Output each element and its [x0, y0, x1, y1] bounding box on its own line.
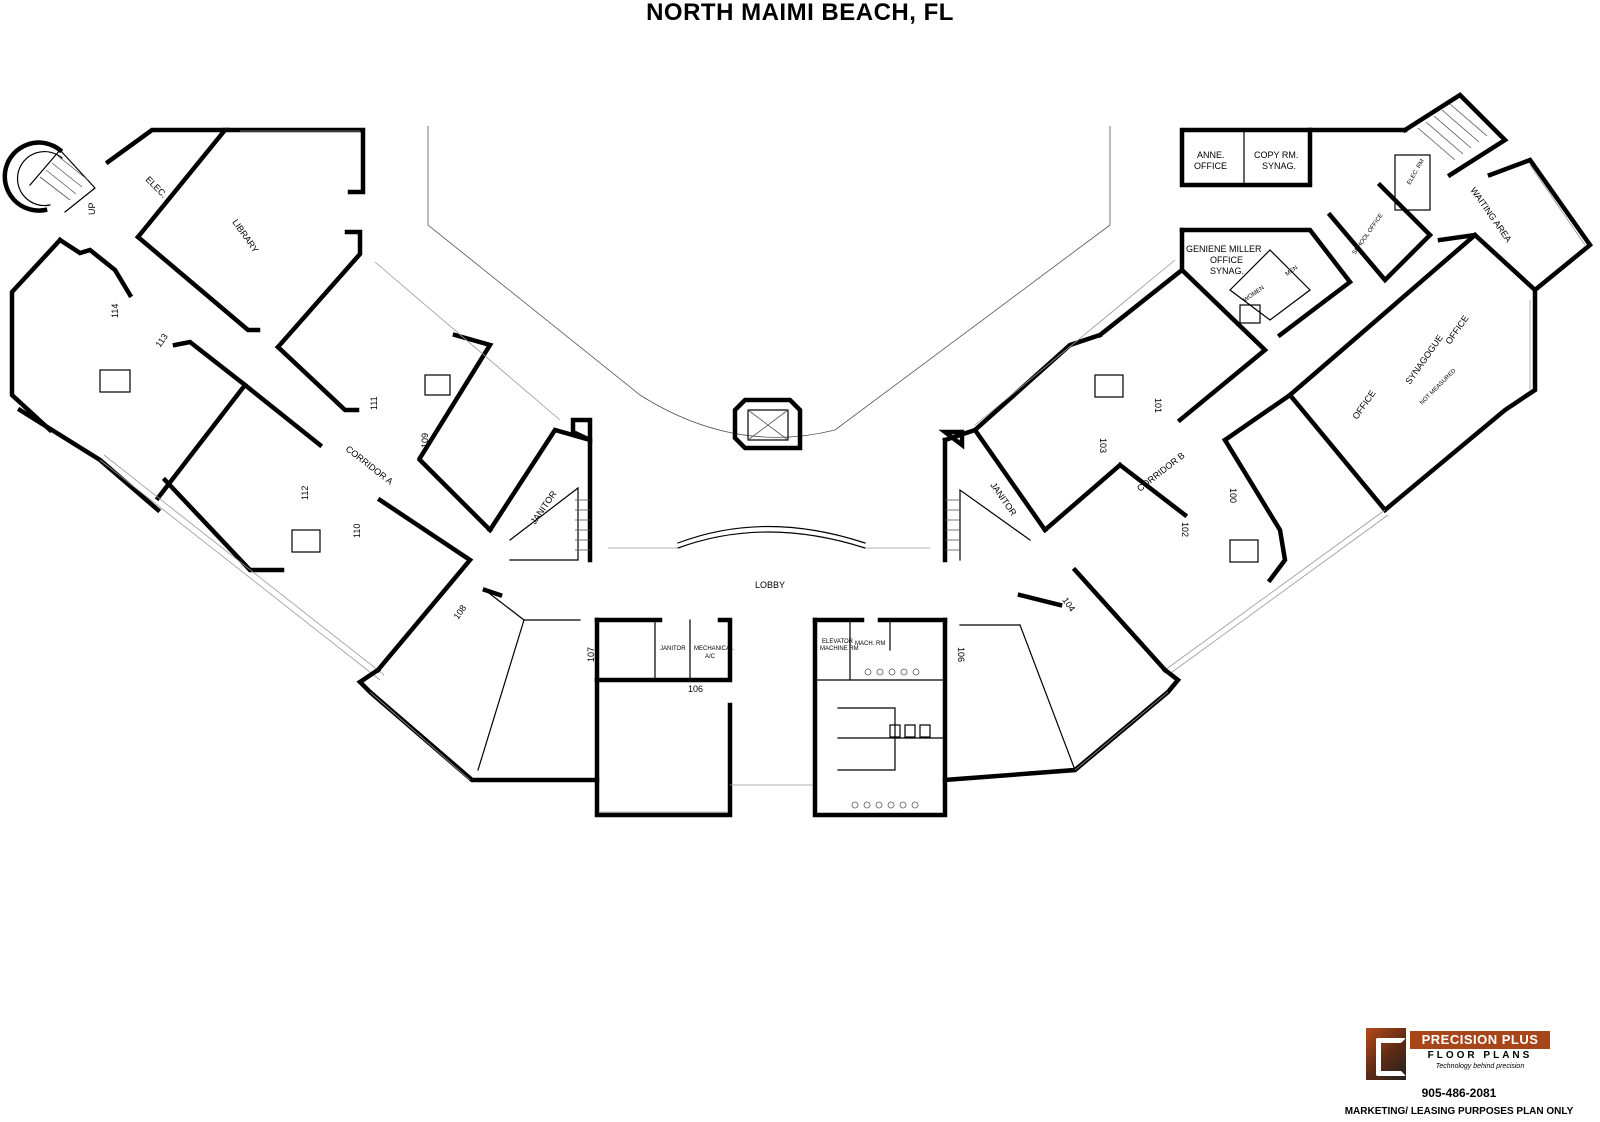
- label-room-109: 109: [420, 433, 430, 448]
- right-wing: [938, 92, 1594, 783]
- label-office-left: OFFICE: [1350, 388, 1377, 421]
- label-room-108: 108: [451, 603, 468, 621]
- label-corridor-b: CORRIDOR B: [1135, 450, 1186, 493]
- label-room-112: 112: [300, 486, 310, 500]
- label-copy-rm-synag: SYNAG.: [1262, 161, 1296, 171]
- courtyard-outline: [427, 126, 1111, 438]
- label-anne-office: ANNE.: [1197, 150, 1225, 160]
- label-geniene-miller: GENIENE MILLER: [1186, 244, 1262, 254]
- phone-number: 905-486-2081: [1421, 1086, 1497, 1100]
- label-janitor-center: JANITOR: [660, 646, 686, 652]
- label-lobby: LOBBY: [755, 580, 785, 590]
- disclaimer: MARKETING/ LEASING PURPOSES PLAN ONLY: [1344, 1106, 1574, 1117]
- label-elec: ELEC.: [144, 174, 169, 199]
- logo-mark-icon: [1366, 1028, 1406, 1080]
- precision-plus-logo: PRECISION PLUS FLOOR PLANS Technology be…: [1366, 1028, 1552, 1082]
- label-mach-rm: MACH. RM: [855, 641, 885, 647]
- lobby-arc: [677, 525, 866, 549]
- label-not-measured: NOT MEASURED: [1419, 368, 1458, 407]
- label-room-106-right: 106: [956, 647, 966, 662]
- label-room-107: 107: [586, 647, 596, 662]
- label-geniene-synag: SYNAG.: [1210, 266, 1244, 276]
- label-library: LIBRARY: [230, 217, 260, 254]
- label-room-104: 104: [1060, 595, 1077, 613]
- label-elevator-machine-rm: MACHINE RM: [820, 646, 859, 652]
- label-mechanical-ac: A/C: [705, 654, 716, 660]
- label-room-101: 101: [1153, 398, 1163, 413]
- spiral-stair: [2, 140, 96, 213]
- label-elevator-machine: ELEVATOR: [822, 639, 854, 645]
- label-janitor-left: JANITOR: [528, 489, 558, 527]
- label-copy-rm: COPY RM.: [1254, 150, 1298, 160]
- label-corridor-a: CORRIDOR A: [344, 444, 395, 487]
- elevator-shaft: [732, 397, 803, 451]
- label-room-102: 102: [1180, 522, 1190, 537]
- label-office-right: OFFICE: [1443, 313, 1470, 346]
- label-up: UP: [87, 202, 97, 215]
- label-room-111: 111: [369, 396, 379, 410]
- logo-subtitle: FLOOR PLANS: [1427, 1050, 1533, 1061]
- label-room-103: 103: [1098, 438, 1108, 453]
- label-room-110: 110: [352, 524, 362, 538]
- left-wing: [9, 127, 600, 783]
- label-room-100: 100: [1228, 488, 1238, 503]
- label-synagogue: SYNAGOGUE: [1403, 333, 1444, 386]
- label-women: WOMEN: [1243, 285, 1266, 303]
- label-mechanical: MECHANICAL: [694, 646, 734, 652]
- label-elec-rm: ELEC. RM: [1407, 158, 1426, 186]
- page-title: NORTH MAIMI BEACH, FL: [646, 0, 954, 26]
- label-geniene-office: OFFICE: [1210, 255, 1243, 265]
- label-room-113: 113: [153, 332, 169, 349]
- logo-name: PRECISION PLUS: [1410, 1031, 1550, 1049]
- center-block: [594, 547, 948, 818]
- label-anne-office-2: OFFICE: [1194, 161, 1227, 171]
- label-school-office: SCHOOL OFFICE: [1352, 213, 1385, 256]
- logo-tagline: Technology behind precision: [1435, 1063, 1525, 1070]
- label-room-106-left: 106: [688, 684, 703, 694]
- label-room-114: 114: [110, 304, 120, 318]
